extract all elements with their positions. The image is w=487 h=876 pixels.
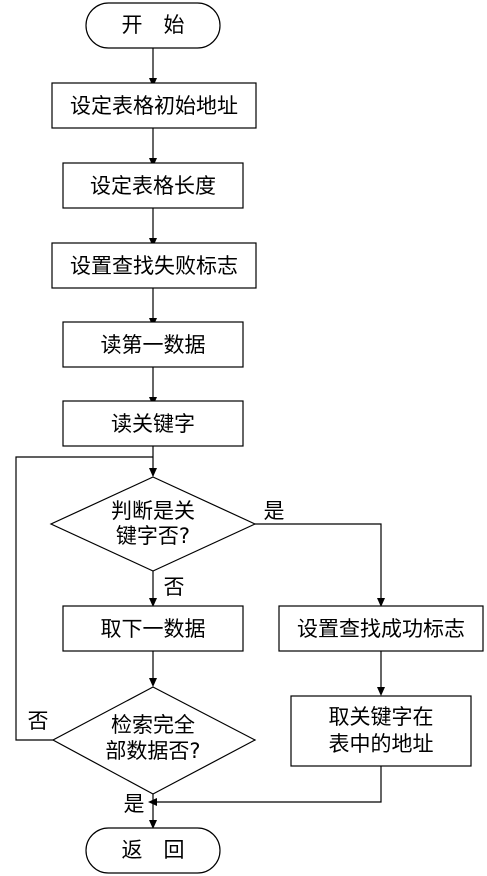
process-take-next-data <box>62 605 244 652</box>
yes-label: 是 <box>124 792 145 816</box>
process-label: 读第一数据 <box>101 333 206 357</box>
process-label: 设定表格初始地址 <box>70 94 238 118</box>
process-set-table-start-address <box>51 82 257 129</box>
decision-label-line1: 检索完全 <box>111 713 195 737</box>
arrowhead-icon <box>149 468 157 477</box>
decision-label-line2: 部数据否? <box>105 739 200 763</box>
process-read-first-data <box>62 321 244 368</box>
end-terminal <box>85 827 221 874</box>
decision-is-keyword <box>49 476 257 572</box>
process-set-fail-flag <box>51 242 257 289</box>
end-label: 返 回 <box>122 838 185 862</box>
process-label: 设定表格长度 <box>90 174 216 198</box>
arrowhead-icon <box>377 687 385 696</box>
connectors <box>15 48 382 824</box>
arrowhead-icon <box>149 598 157 607</box>
no-label: 否 <box>28 709 49 733</box>
process-label-line2: 表中的地址 <box>329 732 434 756</box>
process-set-table-length <box>62 162 244 209</box>
process-label: 取下一数据 <box>101 617 206 641</box>
decision-label-line2: 键字否? <box>116 524 190 548</box>
process-label: 设置查找成功标志 <box>297 617 465 641</box>
decision-all-searched <box>51 686 257 795</box>
start-terminal <box>85 2 221 49</box>
process-label: 设置查找失败标志 <box>70 254 238 278</box>
arrowhead-icon <box>149 820 157 829</box>
process-label-line1: 取关键字在 <box>329 705 434 729</box>
start-label: 开 始 <box>122 13 185 37</box>
process-label: 读关键字 <box>111 412 195 436</box>
arrowheads <box>148 78 385 829</box>
no-label: 否 <box>164 575 185 599</box>
arrowhead-icon <box>148 798 157 806</box>
process-set-success-flag <box>278 605 484 652</box>
process-read-keyword <box>62 400 244 447</box>
arrowhead-icon <box>149 678 157 687</box>
decision-label-line1: 判断是关 <box>111 499 195 523</box>
arrowhead-icon <box>377 598 385 607</box>
yes-label: 是 <box>264 499 285 523</box>
process-get-keyword-address <box>290 695 472 767</box>
